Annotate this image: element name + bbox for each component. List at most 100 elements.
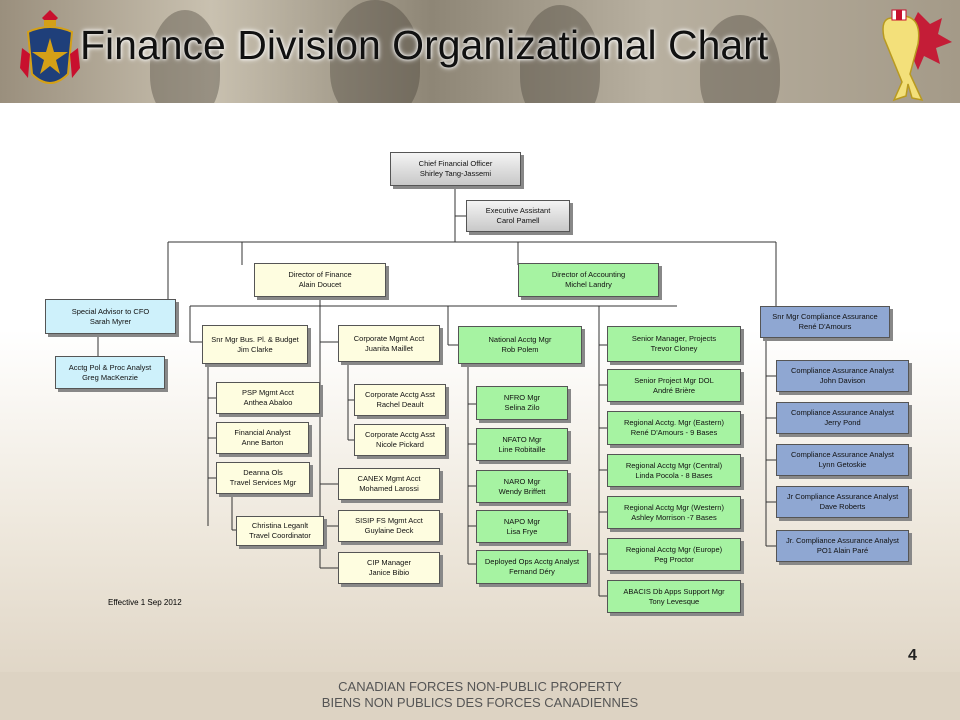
org-box-name: Greg MacKenzie	[82, 372, 138, 382]
org-box-title: Christina Leganlt	[251, 521, 309, 530]
org-box-name: Sarah Myrer	[89, 316, 132, 326]
org-box-name: Guylaine Deck	[364, 526, 414, 535]
org-box-nfato-mgr: NFATO Mgr Line Robitaille	[476, 428, 568, 461]
org-box-name: Wendy Briffett	[498, 486, 546, 496]
org-box-name: Trevor Cloney	[650, 344, 698, 353]
org-box-name: Linda Pocola - 8 Bases	[635, 470, 713, 480]
org-box-title: Jr Compliance Assurance Analyst	[786, 492, 899, 501]
org-box-title: Regional Acctg Mgr (Western)	[624, 502, 724, 512]
org-box-name: Carol Pamell	[496, 216, 540, 225]
photo-figure	[330, 0, 420, 103]
org-box-acctg-pol-analyst: Acctg Pol & Proc Analyst Greg MacKenzie	[55, 356, 165, 389]
org-box-name: Janice Bibio	[368, 568, 410, 577]
org-box-name: Lisa Frye	[506, 526, 538, 536]
org-box-title: Senior Manager, Projects	[631, 334, 717, 343]
org-box-name: Peg Proctor	[654, 554, 694, 564]
org-box-title: CANEX Mgmt Acct	[357, 474, 421, 483]
org-box-title: Compliance Assurance Analyst	[791, 450, 894, 459]
org-box-regional-mgr-eastern: Regional Acctg. Mgr (Eastern) René D'Amo…	[607, 411, 741, 445]
org-box-title: Executive Assistant	[485, 206, 551, 215]
org-box-senior-manager-projects: Senior Manager, Projects Trevor Cloney	[607, 326, 741, 362]
org-box-name: Lynn Getoskie	[818, 460, 867, 469]
org-box-title: Regional Acctg Mgr (Europe)	[625, 544, 723, 554]
org-box-compliance-analyst: Compliance Assurance Analyst John Daviso…	[776, 360, 909, 392]
org-box-title: NAPO Mgr	[503, 516, 541, 526]
org-box-name: John Davison	[819, 376, 866, 385]
org-box-corporate-acctg-asst: Corporate Acctg Asst Rachel Deault	[354, 384, 446, 416]
org-box-compliance-analyst: Compliance Assurance Analyst Jerry Pond	[776, 402, 909, 434]
org-box-senior-project-mgr-dol: Senior Project Mgr DOL André Brière	[607, 369, 741, 402]
org-box-title: PSP Mgmt Acct	[242, 388, 294, 397]
org-box-name: Fernand Déry	[509, 567, 555, 576]
org-box-jr-compliance-analyst: Jr Compliance Assurance Analyst Dave Rob…	[776, 486, 909, 518]
org-box-title: NARO Mgr	[503, 476, 541, 486]
org-box-cip-manager: CIP Manager Janice Bibio	[338, 552, 440, 584]
org-box-nfro-mgr: NFRO Mgr Selina Zilo	[476, 386, 568, 420]
org-box-name: Alain Doucet	[298, 280, 342, 289]
org-box-name: René D'Amours - 9 Bases	[630, 428, 718, 437]
org-box-naro-mgr: NARO Mgr Wendy Briffett	[476, 470, 568, 503]
footer-line-french: BIENS NON PUBLICS DES FORCES CANADIENNES	[321, 695, 639, 710]
org-box-name: Travel Services Mgr	[229, 478, 297, 487]
org-box-title: Chief Financial Officer	[418, 159, 493, 168]
header-banner: Finance Division Organizational Chart	[0, 0, 960, 103]
org-box-title: Acctg Pol & Proc Analyst	[68, 362, 152, 372]
org-box-title: Regional Acctg. Mgr (Eastern)	[623, 418, 725, 427]
org-box-sisip-mgmt-acct: SISIP FS Mgmt Acct Guylaine Deck	[338, 510, 440, 542]
org-box-psp-mgmt-acct: PSP Mgmt Acct Anthea Abaloo	[216, 382, 320, 414]
org-box-snr-mgr-business: Snr Mgr Bus. Pl. & Budget Jim Clarke	[202, 325, 308, 364]
org-box-name: Anne Barton	[241, 438, 284, 447]
org-box-name: Nicole Pickard	[376, 440, 424, 449]
page-title: Finance Division Organizational Chart	[80, 22, 769, 68]
org-box-title: Deployed Ops Acctg Analyst	[484, 557, 580, 566]
org-box-name: Michel Landry	[565, 280, 612, 289]
org-box-title: Regional Acctg Mgr (Central)	[625, 460, 723, 470]
org-box-title: Jr. Compliance Assurance Analyst	[786, 536, 899, 545]
org-box-title: Director of Finance	[288, 270, 352, 279]
org-box-name: Rob Polem	[501, 345, 539, 354]
org-box-name: Anthea Abaloo	[243, 398, 293, 407]
org-box-title: CIP Manager	[366, 558, 412, 567]
photo-figure	[520, 5, 600, 103]
org-box-name: Jim Clarke	[237, 344, 273, 354]
org-box-title: Snr Mgr Bus. Pl. & Budget	[211, 334, 299, 344]
org-box-special-advisor: Special Advisor to CFO Sarah Myrer	[45, 299, 176, 334]
org-box-corporate-mgmt-acct: Corporate Mgmt Acct Juanita Maillet	[338, 325, 440, 362]
org-box-name: Travel Coordinator	[249, 531, 311, 540]
org-box-name: Juanita Maillet	[365, 343, 413, 353]
org-box-title: NFATO Mgr	[502, 434, 542, 444]
org-box-cfo: Chief Financial Officer Shirley Tang-Jas…	[390, 152, 521, 186]
org-box-national-acctg-mgr: National Acctg Mgr Rob Polem	[458, 326, 582, 364]
org-box-name: Mohamed Larossi	[359, 484, 419, 493]
org-box-title: Deanna Ols	[243, 468, 283, 477]
org-box-name: Jerry Pond	[824, 418, 861, 427]
org-box-name: André Brière	[652, 385, 696, 395]
org-box-title: Corporate Acctg Asst	[364, 390, 436, 399]
org-box-canex-mgmt-acct: CANEX Mgmt Acct Mohamed Larossi	[338, 468, 440, 500]
org-box-name: PO1 Alain Paré	[816, 546, 869, 555]
org-box-corporate-acctg-asst: Corporate Acctg Asst Nicole Pickard	[354, 424, 446, 456]
org-box-financial-analyst: Financial Analyst Anne Barton	[216, 422, 309, 454]
org-box-name: Ashley Morrison -7 Bases	[631, 512, 717, 522]
org-box-name: Tony Levesque	[648, 596, 700, 606]
org-box-title: National Acctg Mgr	[488, 335, 552, 344]
org-box-regional-mgr-europe: Regional Acctg Mgr (Europe) Peg Proctor	[607, 538, 741, 571]
org-box-title: NFRO Mgr	[503, 393, 541, 402]
cf-crest-icon	[20, 10, 80, 84]
org-box-travel-services-mgr: Deanna Ols Travel Services Mgr	[216, 462, 310, 494]
org-box-deployed-ops-analyst: Deployed Ops Acctg Analyst Fernand Déry	[476, 550, 588, 584]
org-box-abacis-support-mgr: ABACIS Db Apps Support Mgr Tony Levesque	[607, 580, 741, 613]
org-box-travel-coordinator: Christina Leganlt Travel Coordinator	[236, 516, 324, 546]
org-box-jr-compliance-analyst: Jr. Compliance Assurance Analyst PO1 Ala…	[776, 530, 909, 562]
org-box-regional-mgr-western: Regional Acctg Mgr (Western) Ashley Morr…	[607, 496, 741, 529]
photo-figure	[700, 15, 780, 103]
footer-line-english: CANADIAN FORCES NON-PUBLIC PROPERTY	[338, 679, 622, 694]
org-box-name: Rachel Deault	[376, 400, 424, 409]
org-box-title: Corporate Acctg Asst	[364, 430, 436, 439]
org-box-title: Compliance Assurance Analyst	[791, 408, 894, 417]
org-box-title: Director of Accounting	[551, 270, 626, 279]
yellow-ribbon-icon	[882, 9, 952, 102]
effective-date: Effective 1 Sep 2012	[108, 598, 182, 607]
footer: CANADIAN FORCES NON-PUBLIC PROPERTY BIEN…	[0, 672, 960, 720]
org-box-name: Line Robitaille	[498, 444, 546, 454]
